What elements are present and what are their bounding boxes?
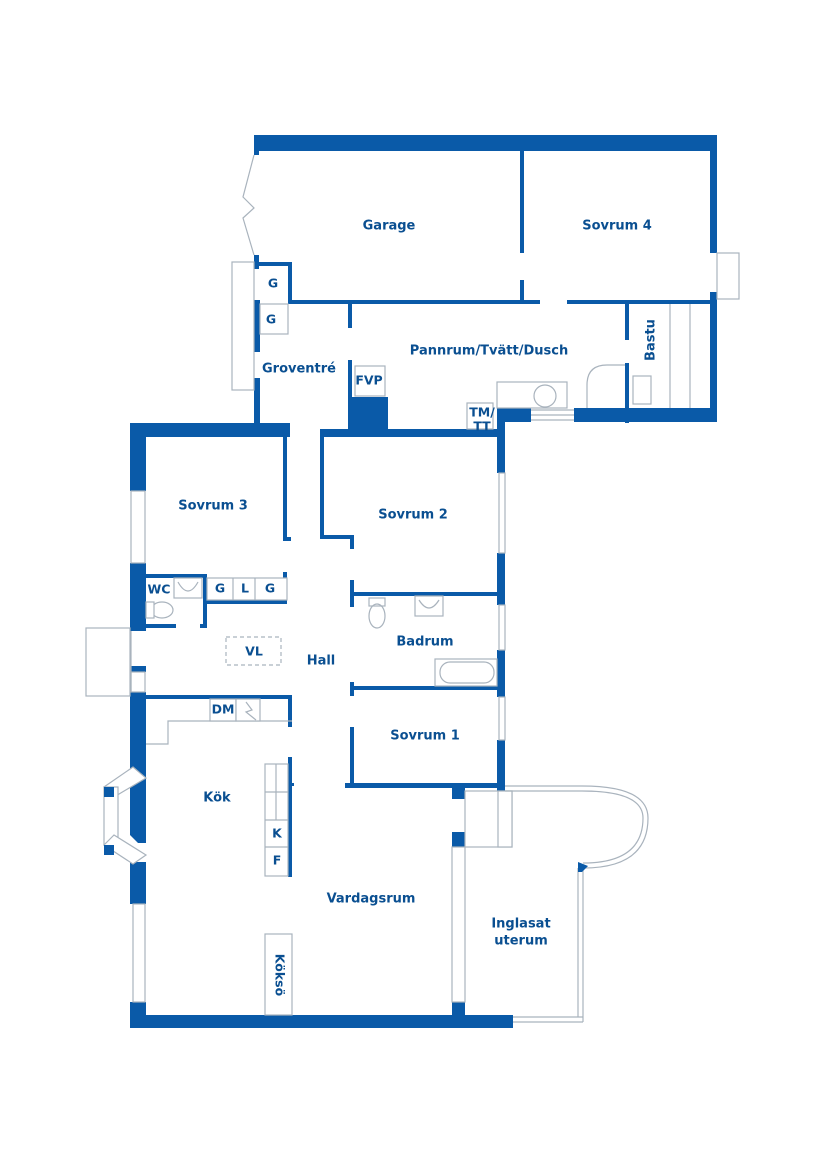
label-closet-g2: G	[265, 581, 275, 596]
room-labels: Garage Sovrum 4 Groventré Pannrum/Tvätt/…	[178, 219, 658, 949]
label-k: K	[272, 826, 283, 841]
room-sovrum-1: Sovrum 1	[390, 729, 460, 744]
fixture-labels: G G FVP TM/ TT WC G L G VL DM K F Köksö	[148, 276, 496, 997]
room-kok: Kök	[203, 791, 231, 806]
label-tm: TM/	[469, 405, 495, 420]
room-inglasat-uterum-line2: uterum	[494, 934, 548, 949]
label-g-garage: G	[268, 276, 278, 291]
label-tt: TT	[473, 419, 491, 434]
label-g-groventre: G	[266, 312, 276, 327]
label-dm: DM	[212, 702, 235, 717]
room-bastu: Bastu	[644, 319, 659, 361]
label-kokso: Köksö	[273, 954, 288, 997]
label-vl: VL	[245, 644, 263, 659]
room-inglasat-uterum-line1: Inglasat	[491, 917, 550, 932]
room-badrum: Badrum	[396, 635, 453, 650]
label-closet-g1: G	[215, 581, 225, 596]
windows-and-fixtures	[85, 154, 740, 1023]
room-garage: Garage	[363, 219, 416, 234]
room-sovrum-4: Sovrum 4	[582, 219, 652, 234]
room-groventre: Groventré	[262, 362, 336, 377]
room-sovrum-3: Sovrum 3	[178, 499, 248, 514]
label-fvp: FVP	[355, 373, 382, 388]
label-f: F	[273, 853, 282, 868]
label-wc: WC	[148, 582, 171, 597]
room-hall: Hall	[307, 654, 336, 669]
walls	[130, 135, 717, 1028]
room-vardagsrum: Vardagsrum	[327, 892, 416, 907]
room-pannrum: Pannrum/Tvätt/Dusch	[410, 344, 568, 359]
label-closet-l: L	[241, 581, 249, 596]
room-sovrum-2: Sovrum 2	[378, 508, 448, 523]
